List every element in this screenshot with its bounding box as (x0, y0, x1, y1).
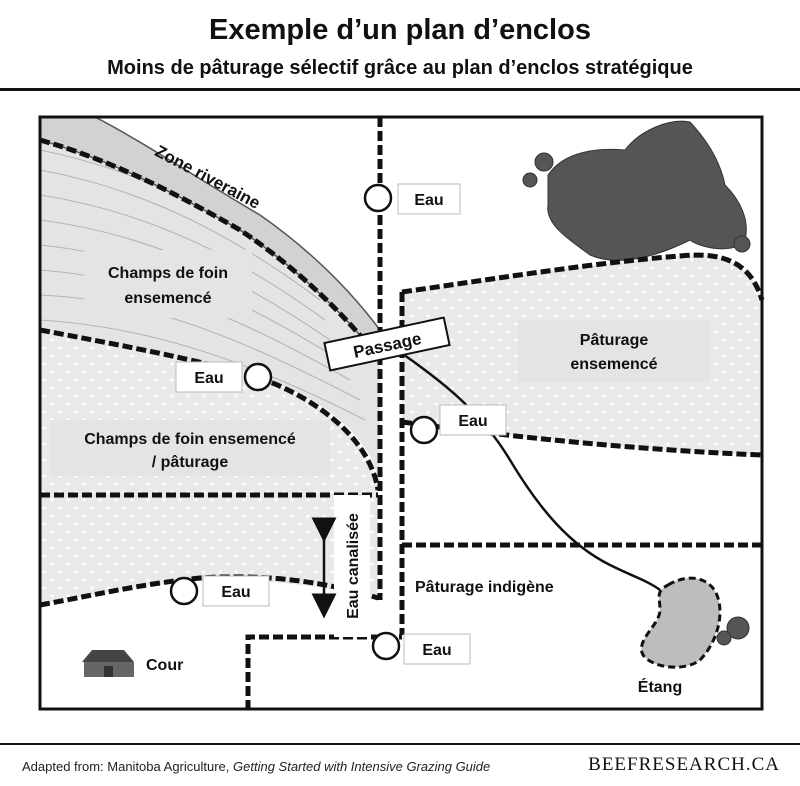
pond-label: Étang (638, 677, 682, 696)
hay-label-1: Champs de foin (108, 265, 228, 282)
footer-source-prefix: Adapted from: Manitoba Agriculture, (22, 759, 234, 774)
page-title: Exemple d’un plan d’enclos (209, 14, 591, 46)
footer-source: Adapted from: Manitoba Agriculture, Gett… (22, 759, 490, 774)
hay-label-2: ensemencé (124, 290, 211, 307)
footer-source-title: Getting Started with Intensive Grazing G… (233, 759, 491, 774)
page-subtitle: Moins de pâturage sélectif grâce au plan… (107, 57, 693, 79)
seeded-pasture-label-1: Pâturage (580, 332, 649, 349)
passage-sign: Passage (323, 316, 451, 372)
water-point: Eau (175, 361, 273, 393)
water-label: Eau (414, 192, 443, 209)
fence-seeded-top (401, 252, 765, 301)
water-label: Eau (221, 584, 250, 601)
canal-label: Eau canalisée (345, 513, 362, 619)
water-label: Eau (422, 642, 451, 659)
canal-label-box (334, 495, 370, 637)
seeded-pasture-label-box (518, 320, 710, 382)
water-point: Eau (409, 404, 507, 445)
trees (522, 120, 751, 646)
barn-icon (82, 650, 134, 677)
hay-pasture-label-box (50, 420, 330, 476)
stream (399, 350, 661, 591)
water-label: Eau (194, 370, 223, 387)
hay-pasture-label-2: / pâturage (152, 454, 229, 471)
pond (639, 576, 722, 669)
water-point: Eau (169, 575, 270, 607)
footer-divider (0, 743, 800, 745)
hay-pasture-label-1: Champs de foin ensemencé (84, 431, 296, 448)
fence-riparian (39, 137, 382, 362)
header-divider (0, 88, 800, 91)
hay-label-box (84, 250, 252, 318)
native-pasture-label: Pâturage indigène (415, 579, 554, 596)
seeded-pasture-label-2: ensemencé (570, 356, 657, 373)
water-point: Eau (371, 631, 471, 665)
footer-brand: BEEFRESEARCH.CA (588, 754, 780, 775)
map-border (38, 115, 764, 711)
water-point: Eau (363, 183, 461, 215)
water-label: Eau (458, 413, 487, 430)
yard-label: Cour (146, 657, 183, 674)
